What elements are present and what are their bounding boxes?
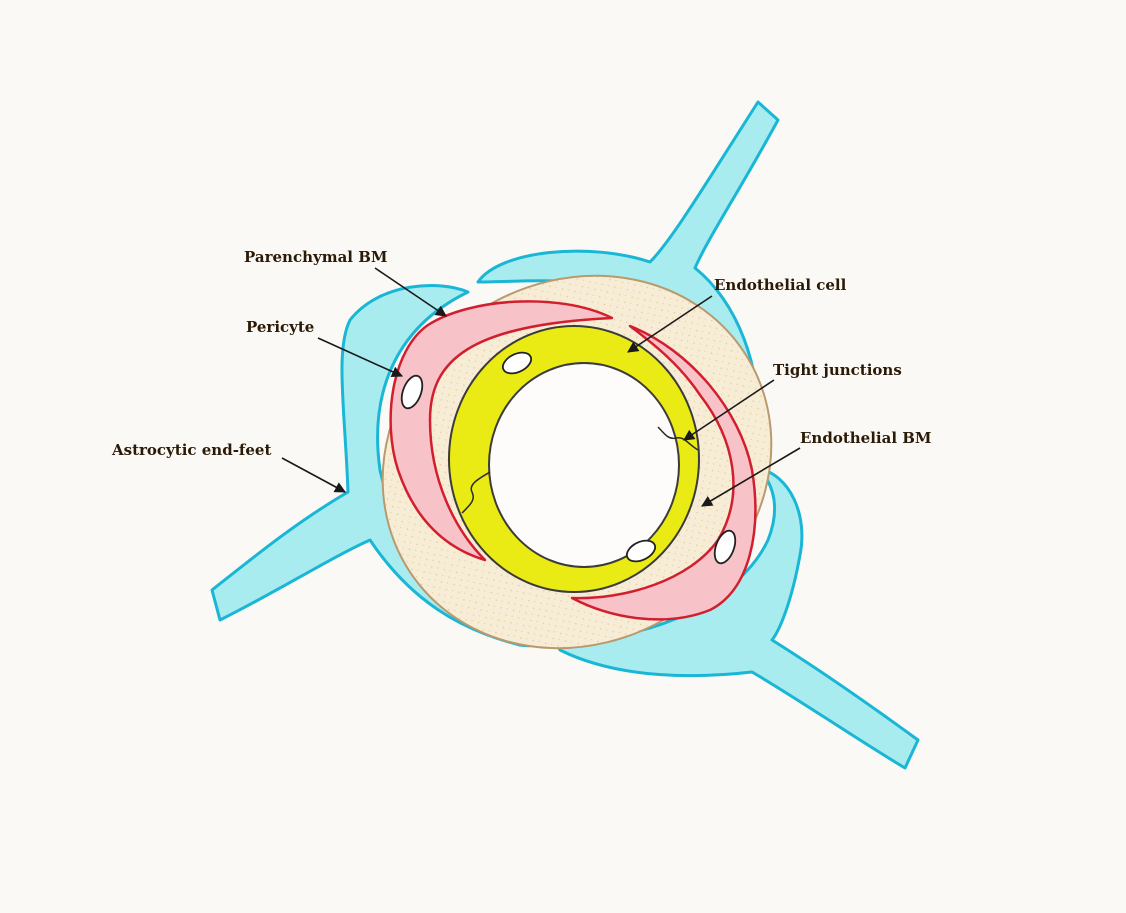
label-parenchymal-bm: Parenchymal BM [244, 248, 388, 266]
endothelial-ring [449, 326, 699, 592]
label-tight-junctions: Tight junctions [773, 361, 902, 379]
label-endothelial-bm: Endothelial BM [800, 429, 932, 447]
arrow-astrocytic-end-feet [282, 458, 345, 492]
vessel-lumen [489, 363, 679, 567]
label-pericyte: Pericyte [246, 318, 314, 336]
label-endothelial-cell: Endothelial cell [714, 276, 847, 294]
label-astrocytic-end-feet: Astrocytic end-feet [111, 441, 271, 459]
